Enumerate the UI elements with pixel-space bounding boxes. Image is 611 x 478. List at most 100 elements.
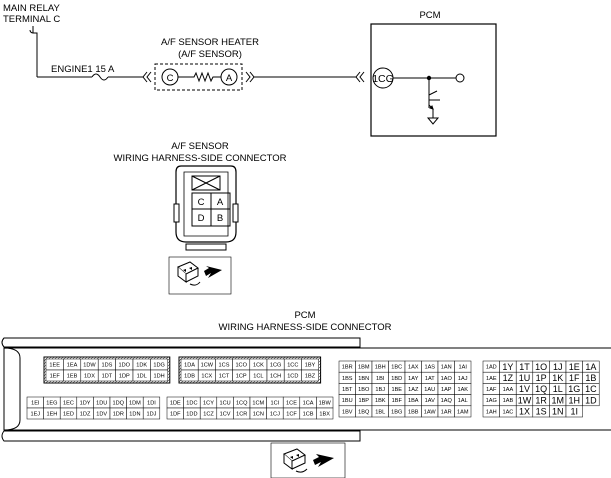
pin-label-1ei: 1EI — [31, 401, 40, 407]
pin-label-1dp: 1DP — [119, 374, 130, 380]
pin-label-1aw: 1AW — [424, 409, 437, 415]
pin-label-1i: 1I — [571, 407, 579, 417]
pin-label-1e: 1E — [569, 362, 580, 372]
pin-label-1cq: 1CQ — [236, 401, 248, 407]
pin-label-1da: 1DA — [184, 363, 195, 369]
af-connector-title: A/F SENSOR — [171, 141, 229, 152]
pin-label-1cj: 1CJ — [270, 412, 280, 418]
pin-label-1bs: 1BS — [342, 376, 353, 382]
pin-label-1ai: 1AI — [459, 365, 468, 371]
pin-label-1ba: 1BA — [408, 398, 419, 404]
af-connector-inner — [183, 171, 229, 237]
pin-label-1a: 1A — [585, 362, 596, 372]
af-sensor-connector: A/F SENSOR WIRING HARNESS-SIDE CONNECTOR… — [114, 141, 287, 295]
pin-label-1b: 1B — [585, 373, 596, 383]
pcm-pin-1cg: 1CG — [372, 73, 394, 85]
pin-label-1as: 1AS — [424, 365, 435, 371]
connector-view-arrow-icon — [168, 256, 232, 295]
pin-label-1ab: 1AB — [503, 398, 514, 404]
pin-cell — [301, 369, 319, 382]
pin-label-1bo: 1BO — [358, 387, 370, 393]
pin-label-1bf: 1BF — [392, 398, 403, 404]
pin-label-1cv: 1CV — [220, 412, 231, 418]
pin-label-1dc: 1DC — [186, 401, 197, 407]
pin-label-1aa: 1AA — [503, 387, 514, 393]
af-pin-b: B — [217, 213, 223, 224]
pin-label-1ci: 1CI — [271, 401, 280, 407]
pin-label-1an: 1AN — [441, 365, 452, 371]
heater-pin-c: C — [167, 73, 174, 84]
pin-label-1du: 1DU — [96, 401, 107, 407]
pin-label-1r: 1R — [535, 395, 547, 405]
pin-label-1bp: 1BP — [358, 398, 369, 404]
pin-label-1ar: 1AR — [441, 409, 452, 415]
pin-label-1co: 1CO — [235, 363, 247, 369]
pin-cell — [565, 405, 583, 418]
heater-sublabel: (A/F SENSOR) — [178, 49, 242, 60]
pin-label-1cf: 1CF — [286, 412, 297, 418]
pin-label-1u: 1U — [519, 373, 531, 383]
pin-cell — [316, 407, 334, 420]
af-pin-c: C — [198, 197, 205, 208]
pin-label-1cz: 1CZ — [203, 412, 214, 418]
pin-label-1ec: 1EC — [63, 401, 74, 407]
fuse-label: ENGINE1 15 A — [51, 64, 115, 75]
pin-label-1br: 1BR — [342, 365, 353, 371]
pin-label-1cm: 1CM — [252, 401, 264, 407]
pin-label-1ao: 1AO — [441, 376, 453, 382]
pin-label-1af: 1AF — [486, 387, 497, 393]
pin-label-1aj: 1AJ — [458, 376, 468, 382]
pin-label-1ah: 1AH — [486, 409, 497, 415]
pin-label-1g: 1G — [568, 384, 580, 394]
pin-label-1dg: 1DG — [153, 363, 165, 369]
pin-label-1df: 1DF — [170, 412, 181, 418]
pin-label-1ce: 1CE — [286, 401, 297, 407]
heater-component-box — [154, 63, 243, 91]
fuse-icon — [91, 73, 109, 81]
pcm-connector-subtitle: WIRING HARNESS-SIDE CONNECTOR — [219, 322, 392, 333]
af-connector-subtitle: WIRING HARNESS-SIDE CONNECTOR — [114, 153, 287, 164]
pin-label-1bj: 1BJ — [375, 387, 385, 393]
af-connector-skirt — [185, 243, 227, 251]
pin-label-1dz: 1DZ — [80, 412, 91, 418]
pcm-top-lock-rail — [1, 337, 361, 348]
pin-label-1bw: 1BW — [319, 401, 332, 407]
pin-label-1y: 1Y — [502, 362, 513, 372]
pin-label-1dd: 1DD — [186, 412, 197, 418]
pin-label-1bh: 1BH — [375, 365, 386, 371]
pin-label-1ea: 1EA — [67, 363, 78, 369]
pin-label-1cu: 1CU — [219, 401, 230, 407]
heater-pin-a: A — [226, 73, 233, 84]
main-relay-label: MAIN RELAY — [3, 3, 61, 14]
pin-label-1be: 1BE — [391, 387, 402, 393]
pin-label-1bv: 1BV — [342, 409, 353, 415]
pin-label-1ct: 1CT — [219, 374, 230, 380]
pin-label-1by: 1BY — [305, 363, 316, 369]
pin-label-1bc: 1BC — [391, 365, 402, 371]
pin-label-1bb: 1BB — [408, 409, 419, 415]
pin-label-1dh: 1DH — [153, 374, 164, 380]
pin-label-1cd: 1CD — [287, 374, 298, 380]
af-lock-tab — [191, 175, 221, 191]
heater-connector-marks-left — [142, 71, 152, 83]
pin-label-1di: 1DI — [147, 401, 156, 407]
pin-label-1do: 1DO — [119, 363, 131, 369]
pin-label-1bn: 1BN — [358, 376, 369, 382]
pin-label-1dl: 1DL — [137, 374, 147, 380]
pin-label-1k: 1K — [552, 373, 563, 383]
pin-label-1ck: 1CK — [253, 363, 264, 369]
pin-label-1dy: 1DY — [80, 401, 91, 407]
pin-label-1bq: 1BQ — [358, 409, 370, 415]
pin-label-1am: 1AM — [457, 409, 469, 415]
pin-label-1cc: 1CC — [287, 363, 298, 369]
pin-label-1x: 1X — [519, 407, 530, 417]
pin-cell — [142, 407, 161, 420]
pin-label-1cr: 1CR — [236, 412, 247, 418]
af-latch-right — [232, 203, 239, 223]
pcm-housing-left-cap — [3, 347, 21, 431]
pin-label-1ej: 1EJ — [30, 412, 40, 418]
